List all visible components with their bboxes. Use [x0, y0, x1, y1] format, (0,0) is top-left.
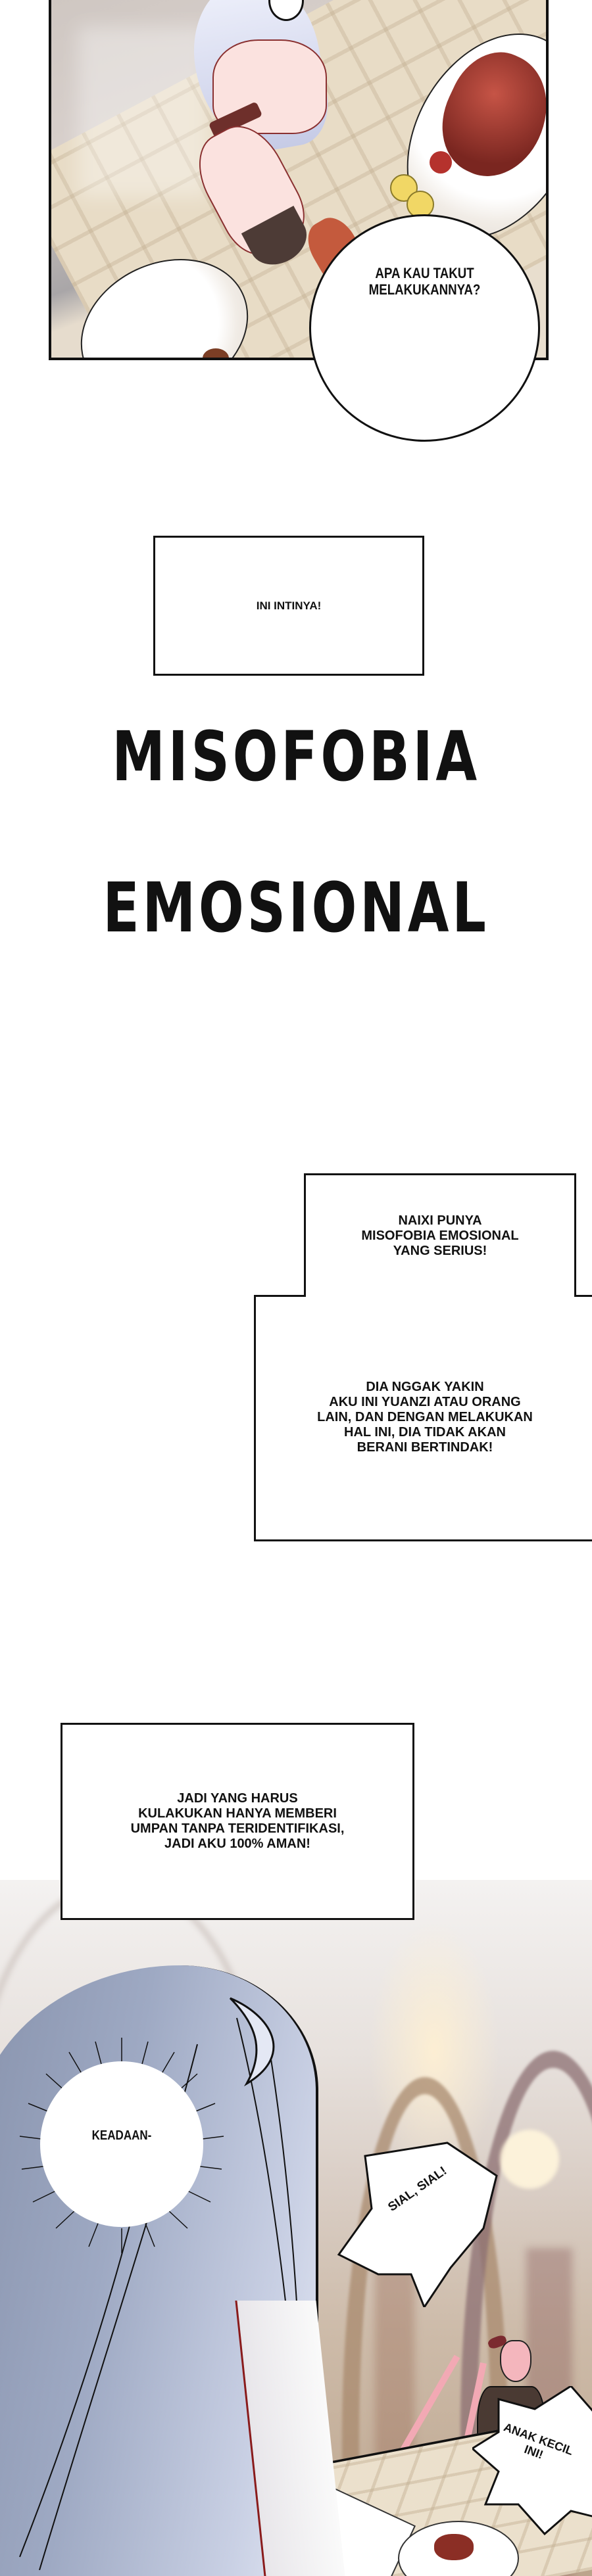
box-step-edge-left	[254, 1295, 306, 1297]
chibi-face	[212, 39, 327, 134]
narration-box-dia-nggak-yakin: DIA NGGAK YAKIN AKU INI YUANZI ATAU ORAN…	[254, 1295, 592, 1541]
box-step-edge-right	[574, 1295, 592, 1297]
pink-girl-head	[500, 2340, 531, 2382]
panel-dining-chibi	[49, 0, 549, 360]
title-emosional: EMOSIONAL	[103, 868, 489, 948]
tomato	[430, 151, 452, 174]
speech-bubble-takut: APA KAU TAKUT MELAKUKANNYA?	[309, 214, 540, 442]
caption-box-intinya: INI INTINYA!	[153, 536, 424, 676]
ahoge-hair	[229, 1997, 275, 2087]
thought-text: KEADAAN-	[91, 2128, 152, 2143]
narration-text: DIA NGGAK YAKIN AKU INI YUANZI ATAU ORAN…	[317, 1379, 533, 1455]
thought-burst-keadaan	[19, 2038, 224, 2253]
speed-lines-background	[9, 360, 582, 1037]
narration-box-naixi: NAIXI PUNYA MISOFOBIA EMOSIONAL YANG SER…	[304, 1173, 576, 1298]
narration-box-jadi-yang-harus: JADI YANG HARUS KULAKUKAN HANYA MEMBERI …	[61, 1723, 414, 1920]
window-glow	[78, 26, 209, 197]
caption-text: INI INTINYA!	[256, 599, 322, 612]
speech-bubble-sial	[337, 2142, 498, 2307]
meatball	[203, 348, 229, 358]
narration-text: JADI YANG HARUS KULAKUKAN HANYA MEMBERI …	[130, 1791, 345, 1851]
narration-text: NAIXI PUNYA MISOFOBIA EMOSIONAL YANG SER…	[361, 1213, 519, 1258]
speech-bubble-anak-kecil	[472, 2386, 592, 2536]
steak	[434, 2534, 474, 2560]
title-misofobia: MISOFOBIA	[112, 716, 480, 797]
window-rose	[500, 2130, 559, 2189]
speech-text: APA KAU TAKUT MELAKUKANNYA?	[368, 265, 481, 298]
